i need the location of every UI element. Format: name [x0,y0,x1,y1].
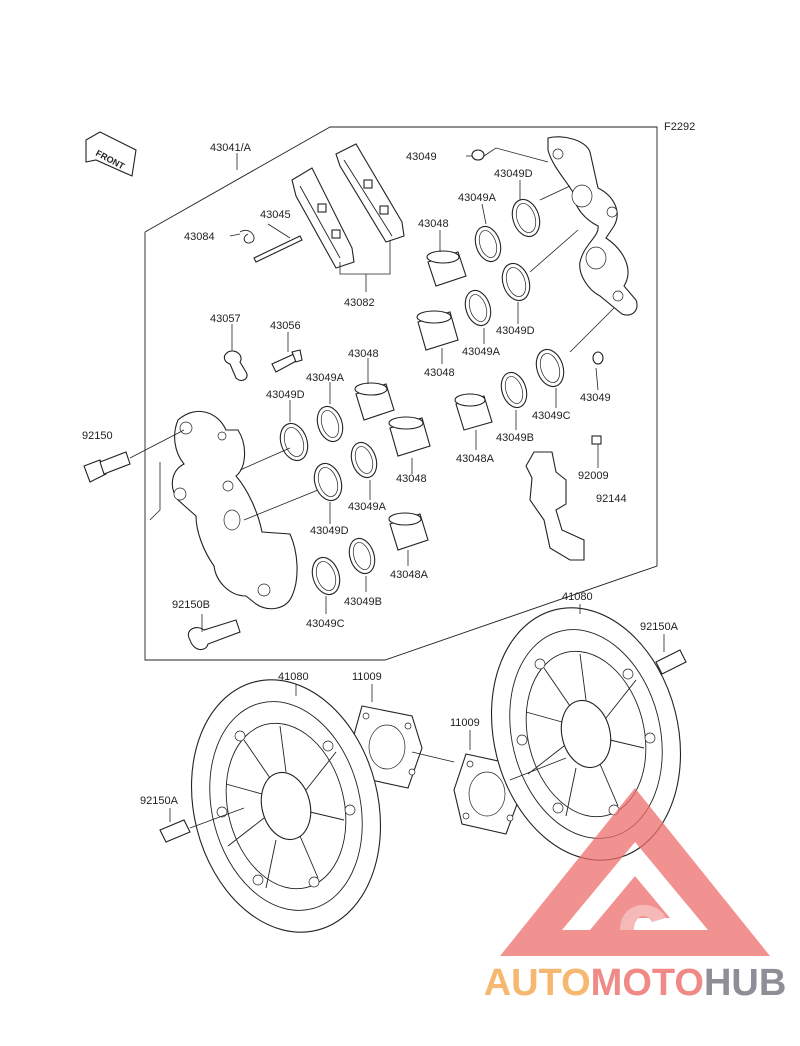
brake-pad-inner [335,143,405,243]
pad-pin [253,235,303,263]
label-11009: 11009 [352,671,382,683]
figure-code: F2292 [664,121,695,133]
label-43049B: 43049B [496,432,534,444]
label-43048: 43048 [418,218,449,230]
label-43048: 43048 [424,367,455,379]
label-43057: 43057 [210,313,241,325]
label-41080: 41080 [278,671,309,683]
label-43049: 43049 [580,392,611,404]
label-43045: 43045 [260,209,291,221]
caliper-right-half [547,136,638,316]
brake-pad-outer [291,167,355,269]
mounting-bolt [83,451,131,483]
piston [354,382,395,421]
label-43048: 43048 [348,348,379,360]
bleed-valve [271,349,303,373]
label-43049A: 43049A [348,501,387,513]
label-43049D: 43049D [496,325,535,337]
label-43049: 43049 [406,151,437,163]
piston [454,393,493,431]
piston-seals [279,198,565,596]
label-43049A: 43049A [462,346,501,358]
label-92144: 92144 [596,493,627,505]
label-43041A: 43041/A [210,142,252,154]
watermark-part-moto: MOTO [590,962,704,1004]
label-92150A: 92150A [140,795,179,807]
pin-clip [239,230,255,244]
piston [388,512,429,551]
leader-lines [129,147,665,829]
label-92009: 92009 [578,470,609,482]
label-43048A: 43048A [390,569,429,581]
front-arrow-icon: FRONT [85,131,137,177]
label-41080: 41080 [562,591,593,603]
label-43049A: 43049A [306,372,345,384]
label-43056: 43056 [270,320,301,332]
part-labels: 43041/A 43049 43049D 43049A 43048 43045 … [82,142,679,807]
label-43049C: 43049C [306,618,345,630]
label-92150A: 92150A [640,621,679,633]
disc-bolt [655,649,687,675]
watermark-brand: AUTOMOTOHUB [472,962,798,1005]
label-43048: 43048 [396,473,427,485]
label-43082: 43082 [344,297,375,309]
label-92150: 92150 [82,430,113,442]
label-43048A: 43048A [456,453,495,465]
mounting-bolt [187,619,241,651]
watermark-part-auto: AUTO [483,962,591,1004]
piston [426,250,467,287]
label-43049D: 43049D [266,389,305,401]
watermark-part-hub: HUB [703,962,787,1004]
label-43049B: 43049B [344,596,382,608]
label-43049A: 43049A [458,192,497,204]
piston [416,310,459,351]
label-43049D: 43049D [310,525,349,537]
label-43049D: 43049D [494,168,533,180]
small-fittings [471,149,604,445]
assembly-boundary [144,126,658,661]
label-11009: 11009 [450,717,480,729]
caliper-left-half [171,410,298,610]
triangle-logo-icon [500,788,770,956]
label-43084: 43084 [184,231,215,243]
brake-disc-left [190,679,382,933]
disc-bolt [159,819,191,843]
label-43049C: 43049C [532,410,571,422]
piston [388,416,431,457]
bleed-cap [223,350,248,381]
label-92150B: 92150B [172,599,210,611]
caliper-bracket [525,451,585,561]
